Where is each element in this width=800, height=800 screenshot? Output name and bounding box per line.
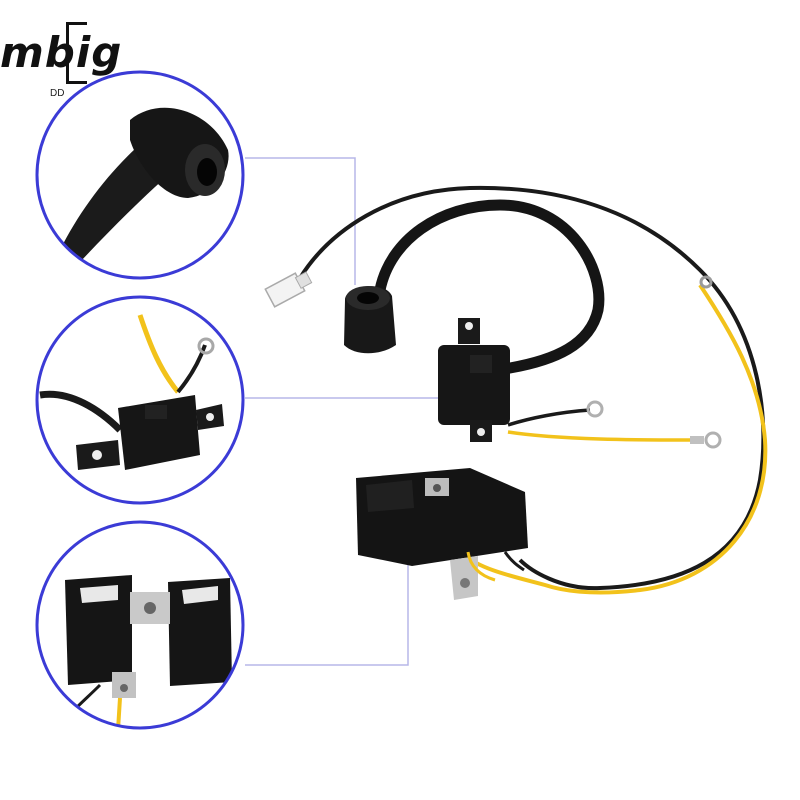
coil-black-wire	[507, 408, 591, 427]
logo-bracket	[66, 22, 87, 84]
callout-circle-module-mount	[35, 520, 245, 730]
ignition-coil	[438, 318, 510, 442]
coil-yellow-wire	[507, 430, 691, 442]
ring-terminal-top	[699, 275, 713, 289]
ring-terminal-yellow	[704, 431, 722, 449]
callout-circle-ignition-coil	[35, 295, 245, 505]
callout-border-middle	[35, 295, 245, 505]
yellow-lead-wire	[463, 283, 768, 595]
high-tension-lead	[374, 199, 605, 374]
ring-terminal-black	[586, 400, 604, 418]
logo-wordmark: mbig	[0, 28, 123, 77]
electronic-module	[356, 468, 528, 600]
white-connector	[264, 271, 313, 308]
module-yellow-wire	[466, 551, 496, 582]
callout-border-top	[35, 70, 245, 280]
connector-line-top	[245, 157, 356, 285]
spark-plug-boot	[344, 286, 396, 354]
brand-logo: mbig DD	[0, 22, 130, 102]
main-product	[264, 185, 768, 600]
callout-circle-spark-plug-boot	[35, 70, 245, 280]
connector-line-bottom	[245, 555, 409, 666]
logo-subtitle: DD	[50, 88, 65, 99]
callout-connector-lines	[245, 157, 445, 666]
black-lead-wire	[298, 185, 766, 591]
callout-border-bottom	[35, 520, 245, 730]
module-black-wire	[503, 551, 525, 572]
